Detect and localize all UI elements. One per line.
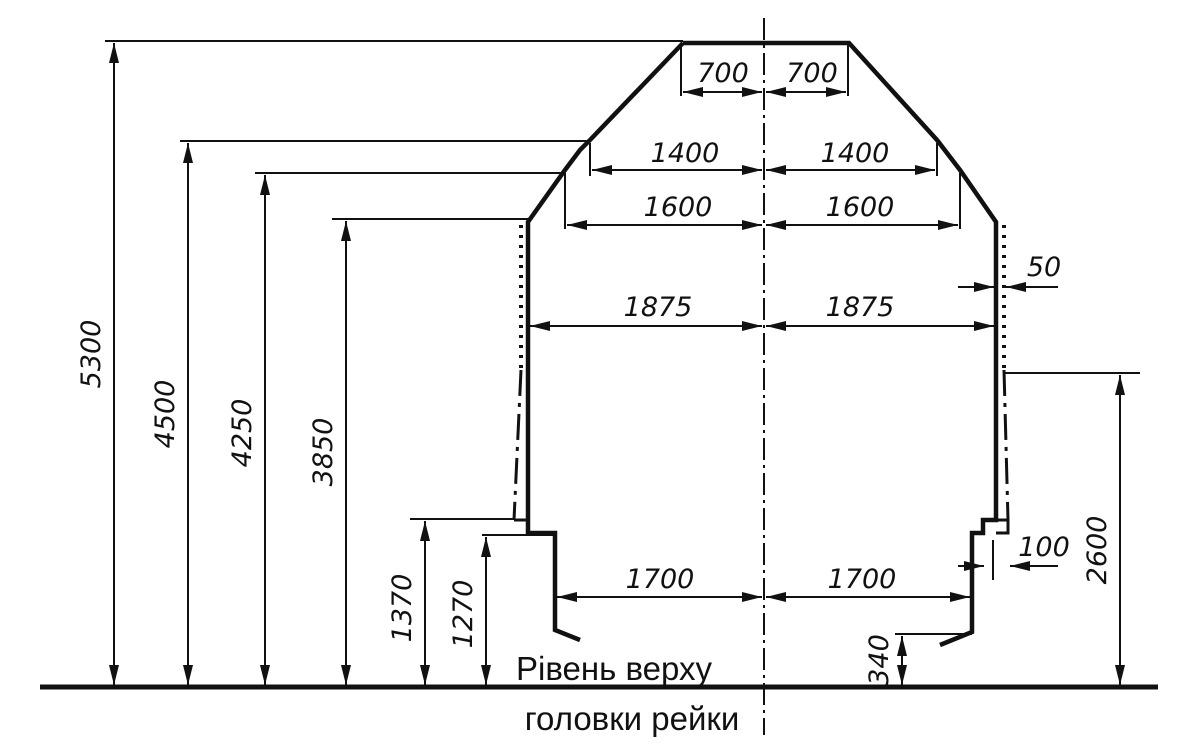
caption-line-1: Рівень верху [516,650,712,687]
gauge-outline-right [683,40,999,648]
left-dashed-profile [512,369,523,521]
right-step-profile [996,518,1010,535]
label-1400-left: 1400 [651,138,720,169]
label-100: 100 [1018,532,1070,563]
label-5300: 5300 [76,320,107,389]
label-1400-right: 1400 [821,138,890,169]
gauge-outline-left [525,41,685,643]
label-4500: 4500 [150,380,181,449]
label-1700-right: 1700 [828,564,897,595]
label-1600-right: 1600 [826,192,895,223]
label-2600: 2600 [1082,516,1113,585]
label-3850: 3850 [308,418,339,487]
label-1875-left: 1875 [624,292,693,323]
label-1700-left: 1700 [626,564,695,595]
label-700-left: 700 [697,58,749,89]
caption-line-2: головки рейки [525,700,740,737]
label-1370: 1370 [387,574,418,643]
label-1875-right: 1875 [826,292,895,323]
label-4250: 4250 [227,399,258,468]
label-50: 50 [1027,252,1061,283]
right-dashed-profile [1002,369,1010,521]
label-340: 340 [864,634,895,686]
label-700-right: 700 [786,58,838,89]
label-1270: 1270 [448,580,479,649]
label-1600-left: 1600 [644,192,713,223]
